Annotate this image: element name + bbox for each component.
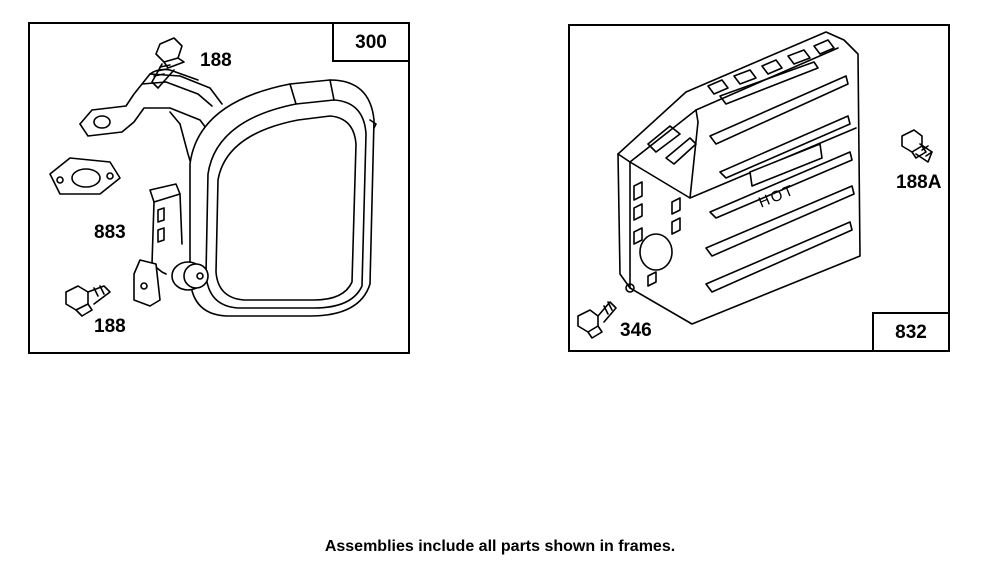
part-number-188-top: 188 [200,50,232,71]
part-number-883: 883 [94,222,126,243]
part-number-188a: 188A [896,172,942,193]
muffler-assembly-frame: 300 [28,22,410,354]
part-number-188-bottom: 188 [94,316,126,337]
muffler-guard-icon [617,31,861,325]
bolt-bottom-icon [65,285,111,317]
exhaust-pipe [79,68,223,175]
frame-id-box: 300 [332,22,410,62]
bolt-188a-icon [901,129,933,163]
bolt-346-icon [577,301,617,339]
muffler-drawing [49,37,377,317]
frame-id-box: 832 [872,312,950,352]
bolt-top-icon [151,37,185,89]
mounting-bracket [133,183,183,307]
assembly-note: Assemblies include all parts shown in fr… [324,538,676,555]
gasket-icon [49,157,121,195]
guard-drawing [577,31,933,339]
muffler-body [171,79,377,317]
part-number-346: 346 [620,320,652,341]
muffler-guard-frame: 832 [568,24,950,352]
